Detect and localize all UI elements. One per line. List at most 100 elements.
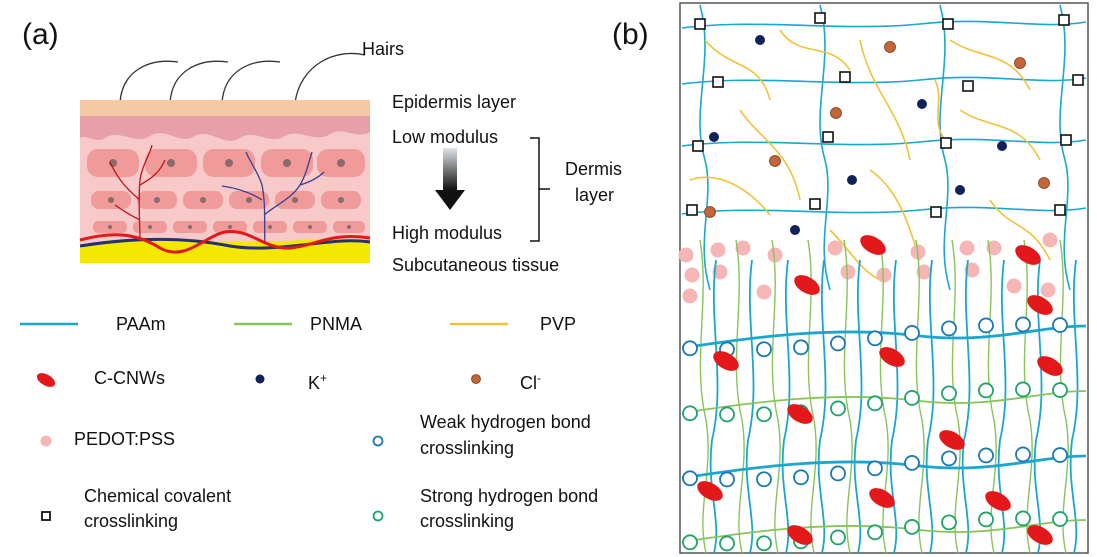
strong-hbond-node xyxy=(904,390,920,406)
strong-hbond-node xyxy=(1052,382,1068,398)
pedot-particle xyxy=(1006,278,1022,294)
paam-strand xyxy=(781,259,791,554)
pnma-strand xyxy=(1023,239,1033,554)
k-ion xyxy=(847,175,857,185)
weak-hbond-node xyxy=(867,460,883,477)
weak-hbond-node xyxy=(793,339,809,356)
weak-hbond-node xyxy=(1015,446,1031,463)
covalent-crosslink xyxy=(814,12,826,24)
paam-strand xyxy=(997,259,1007,554)
pvp-chain xyxy=(779,29,851,71)
strong-hbond-node xyxy=(756,406,772,423)
strong-hbond-node xyxy=(978,511,994,528)
legend-pvp-label: PVP xyxy=(540,314,577,334)
label-subcutaneous: Subcutaneous tissue xyxy=(392,255,560,275)
covalent-crosslink xyxy=(712,76,724,88)
covalent-crosslink xyxy=(839,71,851,83)
paam-strand xyxy=(681,324,1087,350)
pnma-strand xyxy=(951,239,961,554)
pvp-chain xyxy=(859,39,911,161)
ccnw-rod xyxy=(860,235,886,255)
pvp-chain xyxy=(704,39,771,101)
paam-strand xyxy=(681,206,1087,215)
epidermis-wave xyxy=(80,116,370,141)
legend-cl-icon xyxy=(471,374,481,384)
paam-strand xyxy=(817,259,827,554)
covalent-crosslink xyxy=(1054,204,1066,216)
legend-weak-node-icon xyxy=(372,435,384,447)
weak-hbond-node xyxy=(978,447,994,464)
weak-hbond-node xyxy=(978,317,994,334)
ccnw-rod xyxy=(939,430,965,450)
blue-vessels xyxy=(221,151,325,246)
cell-nuclei-2 xyxy=(108,197,344,203)
paam-strand xyxy=(681,454,1087,480)
ccnw-rod xyxy=(879,347,905,367)
pedot-particle xyxy=(964,262,980,278)
covalent-crosslink xyxy=(1058,14,1070,26)
pvp-chain xyxy=(949,39,1031,91)
pedot-particle xyxy=(916,264,932,280)
covalent-crosslink xyxy=(809,198,821,210)
red-vessels xyxy=(109,144,166,246)
ccnw-rod xyxy=(1027,525,1053,545)
pedot-particle xyxy=(876,267,892,283)
k-ion xyxy=(755,35,765,45)
legend-weak-label-1: Weak hydrogen bond xyxy=(420,412,591,432)
blue-wave xyxy=(79,237,371,250)
ccnw-rod xyxy=(985,491,1011,511)
k-ion xyxy=(997,141,1007,151)
pvp-chain xyxy=(689,176,771,216)
label-hairs: Hairs xyxy=(362,39,405,59)
weak-hbond-node xyxy=(904,325,920,341)
pnma-strand xyxy=(1059,239,1069,554)
paam-strand xyxy=(853,259,863,554)
ccnw-rod xyxy=(1015,245,1041,265)
strong-hbond-node xyxy=(1015,510,1031,527)
covalent-crosslink xyxy=(962,80,974,92)
pedot-particle xyxy=(712,264,728,280)
legend-paam-label: PAAm xyxy=(116,314,166,334)
paam-strand xyxy=(699,4,711,291)
panel-label-b: (b) xyxy=(612,18,649,51)
covalent-crosslink xyxy=(930,206,942,218)
strong-hbond-node xyxy=(867,395,883,412)
label-high-modulus: High modulus xyxy=(392,223,503,243)
legend-pedot-label: PEDOT:PSS xyxy=(74,429,176,449)
label-epidermis: Epidermis layer xyxy=(392,92,517,112)
legend-ccnws-label: C-CNWs xyxy=(94,368,165,388)
legend-strong-label-1: Strong hydrogen bond xyxy=(420,486,599,506)
pnma-strand xyxy=(681,390,1087,414)
strong-hbond-node xyxy=(904,519,920,535)
strong-hbond-node xyxy=(978,382,994,399)
weak-hbond-node xyxy=(756,471,772,488)
ccnw-rod xyxy=(787,404,813,424)
pvp-chain xyxy=(959,109,1041,161)
covalent-crosslink xyxy=(686,204,698,216)
ccnw-rod xyxy=(697,481,723,501)
legend-strong-label-2: crosslinking xyxy=(420,511,515,531)
strong-hbond-node xyxy=(941,514,957,531)
pnma-strand xyxy=(879,239,889,554)
paam-strand xyxy=(1059,4,1071,291)
covalent-crosslink xyxy=(940,137,952,149)
pedot-particle xyxy=(840,264,856,280)
pedot-particle xyxy=(710,242,726,258)
covalent-crosslink xyxy=(942,18,954,30)
pnma-strand xyxy=(915,239,925,554)
strong-hbond-node xyxy=(719,535,735,552)
modulus-arrow xyxy=(435,148,465,210)
cl-ion xyxy=(769,155,781,167)
paam-strand xyxy=(681,76,1087,85)
pnma-strand xyxy=(681,519,1087,543)
pedot-particle xyxy=(1042,232,1058,248)
legend-cl-label: Cl- xyxy=(520,371,541,393)
weak-hbond-node xyxy=(941,450,957,467)
strong-hbond-node xyxy=(682,534,698,551)
pnma-strand xyxy=(843,239,853,554)
cl-ion xyxy=(1038,177,1050,189)
strong-hbond-node xyxy=(867,524,883,541)
label-dermis-1: Dermis xyxy=(565,159,622,179)
pnma-strand xyxy=(735,239,745,554)
